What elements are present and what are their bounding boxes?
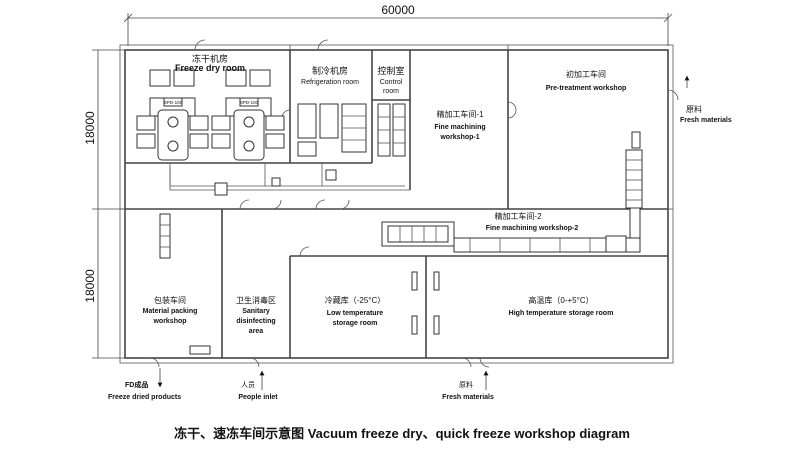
svg-text:精加工车间-1: 精加工车间-1: [436, 109, 484, 119]
svg-text:冻干机房: 冻干机房: [192, 53, 228, 64]
room-label-pretreatment: 初加工车间 Pre-treatment workshop: [546, 69, 627, 92]
outer-walls: [119, 44, 674, 364]
svg-text:Control: Control: [380, 79, 403, 86]
svg-text:Material packing: Material packing: [143, 308, 198, 315]
flow-label-fresh-bottom: 原料 Fresh materials: [442, 380, 494, 401]
svg-text:Sanitary: Sanitary: [242, 308, 270, 315]
svg-text:制冷机房: 制冷机房: [312, 65, 348, 76]
unit-a-label: SPD-100: [164, 100, 183, 105]
svg-text:Fine machining: Fine machining: [434, 124, 485, 131]
doors: [149, 39, 679, 368]
freeze-dryer-unit-a: SPD-100: [136, 69, 209, 161]
svg-text:Low temperature: Low temperature: [327, 310, 384, 317]
svg-text:冷藏库（-25°C）: 冷藏库（-25°C）: [325, 295, 386, 305]
svg-text:High temperature storage room: High temperature storage room: [509, 310, 614, 317]
svg-text:人员: 人员: [241, 381, 255, 389]
pretreatment-line: [625, 131, 643, 243]
room-label-sanitary: 卫生消毒区 Sanitary disinfecting area: [236, 295, 276, 335]
svg-text:卫生消毒区: 卫生消毒区: [236, 295, 276, 305]
svg-text:workshop-1: workshop-1: [439, 134, 479, 141]
control-panels: [377, 103, 406, 157]
refrigeration-units: [297, 103, 367, 157]
svg-text:高温库（0-+5°C）: 高温库（0-+5°C）: [528, 295, 593, 305]
dimension-left: 18000 18000: [83, 49, 125, 359]
dimension-height-bottom: 18000: [83, 269, 97, 303]
svg-text:初加工车间: 初加工车间: [566, 69, 606, 79]
interior-walls: [125, 50, 668, 358]
room-label-refrigeration: 制冷机房 Refrigeration room: [301, 65, 359, 86]
svg-text:disinfecting: disinfecting: [236, 318, 275, 325]
svg-text:精加工车间-2: 精加工车间-2: [494, 211, 542, 221]
room-label-fine1: 精加工车间-1 Fine machining workshop-1: [434, 109, 485, 141]
diagram-caption: 冻干、速冻车间示意图 Vacuum freeze dry、quick freez…: [174, 426, 630, 441]
packing-line: [159, 213, 211, 355]
pipes: [169, 163, 410, 196]
svg-text:workshop: workshop: [152, 318, 186, 325]
svg-text:storage room: storage room: [333, 320, 378, 327]
flow-label-fd-products: FD成品 Freeze dried products: [108, 380, 181, 401]
svg-text:Pre-treatment workshop: Pre-treatment workshop: [546, 85, 627, 92]
flow-label-fresh-right: 原料 Fresh materials: [680, 104, 732, 124]
freeze-dryer-unit-b: SPD-100: [211, 69, 285, 161]
svg-text:原料: 原料: [459, 380, 473, 389]
flow-label-people: 人员 People inlet: [238, 381, 278, 401]
svg-text:Refrigeration room: Refrigeration room: [301, 79, 359, 86]
svg-text:FD成品: FD成品: [125, 380, 148, 389]
room-label-packing: 包装车间 Material packing workshop: [143, 295, 198, 325]
svg-text:控制室: 控制室: [377, 65, 404, 76]
svg-text:Freeze dry room: Freeze dry room: [175, 63, 245, 73]
dimension-height-top: 18000: [83, 111, 97, 145]
unit-b-label: SPD-100: [240, 100, 259, 105]
svg-text:room: room: [383, 88, 399, 95]
svg-text:包装车间: 包装车间: [154, 295, 186, 305]
room-label-control: 控制室 Control room: [377, 65, 404, 95]
svg-text:Freeze dried products: Freeze dried products: [108, 394, 181, 401]
svg-text:Fresh materials: Fresh materials: [680, 117, 732, 124]
room-label-freeze-dry: 冻干机房 Freeze dry room: [175, 53, 245, 73]
svg-text:Fresh materials: Fresh materials: [442, 394, 494, 401]
fine2-line: [381, 221, 641, 253]
svg-text:People inlet: People inlet: [238, 394, 278, 401]
svg-text:原料: 原料: [686, 104, 702, 114]
svg-text:area: area: [249, 328, 264, 335]
room-label-cold-storage: 冷藏库（-25°C） Low temperature storage room: [325, 295, 386, 327]
room-label-high-storage: 高温库（0-+5°C） High temperature storage roo…: [509, 295, 614, 317]
flow-arrows: [157, 75, 690, 390]
cold-storage-racks: [411, 271, 440, 335]
room-label-fine2: 精加工车间-2 Fine machining workshop-2: [486, 211, 579, 232]
dimension-width-label: 60000: [381, 3, 415, 17]
svg-text:Fine machining workshop-2: Fine machining workshop-2: [486, 225, 579, 232]
dimension-top: 60000: [123, 3, 673, 46]
